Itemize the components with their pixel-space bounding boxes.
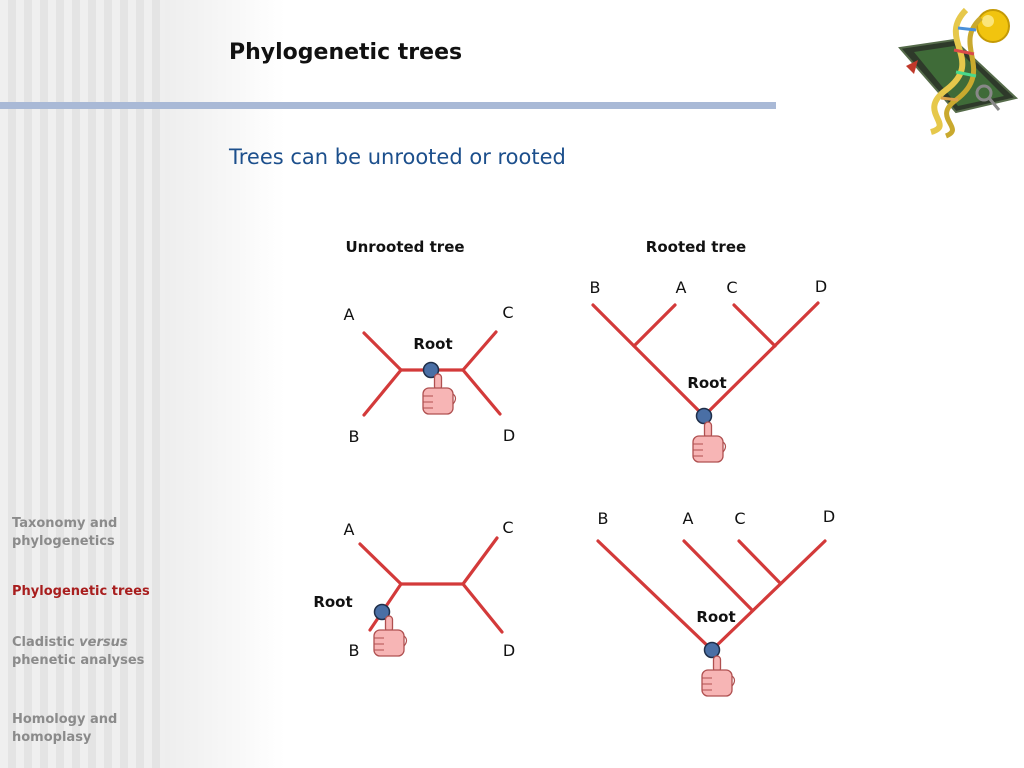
unrooted-tree-heading: Unrooted tree bbox=[345, 238, 464, 256]
root-label: Root bbox=[313, 593, 352, 611]
rooted-tree-top bbox=[593, 303, 818, 416]
rooted-tree-bottom bbox=[598, 541, 825, 650]
taxon-label-b: B bbox=[349, 427, 360, 446]
taxon-label-a: A bbox=[683, 509, 694, 528]
rooted-tree-heading: Rooted tree bbox=[646, 238, 746, 256]
root-label: Root bbox=[696, 608, 735, 626]
taxon-label-d: D bbox=[815, 277, 827, 296]
pointing-hand-icon bbox=[374, 616, 407, 656]
taxon-label-c: C bbox=[502, 303, 513, 322]
taxon-label-a: A bbox=[344, 305, 355, 324]
taxon-label-d: D bbox=[503, 426, 515, 445]
root-label: Root bbox=[687, 374, 726, 392]
taxon-label-b: B bbox=[349, 641, 360, 660]
taxon-label-a: A bbox=[676, 278, 687, 297]
root-node bbox=[697, 409, 712, 424]
taxon-label-c: C bbox=[726, 278, 737, 297]
pointing-hand-icon bbox=[423, 374, 456, 414]
root-label: Root bbox=[413, 335, 452, 353]
root-node bbox=[705, 643, 720, 658]
taxon-label-c: C bbox=[502, 518, 513, 537]
taxon-label-c: C bbox=[734, 509, 745, 528]
pointing-hand-icon bbox=[693, 422, 726, 462]
taxon-label-b: B bbox=[590, 278, 601, 297]
pointing-hand-icon bbox=[702, 656, 735, 696]
taxon-label-b: B bbox=[598, 509, 609, 528]
taxon-label-a: A bbox=[344, 520, 355, 539]
taxon-label-d: D bbox=[823, 507, 835, 526]
taxon-label-d: D bbox=[503, 641, 515, 660]
